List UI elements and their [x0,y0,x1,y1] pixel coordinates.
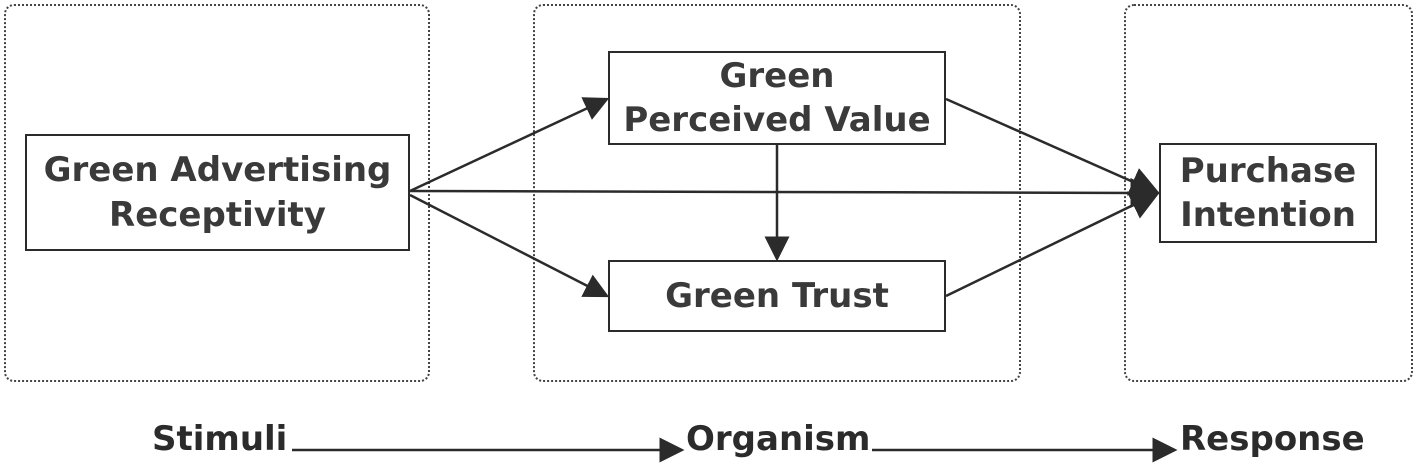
flow-label-organism: Organism [686,419,871,459]
arrow-advertising-to-value [409,97,610,193]
node-label-line-1: Purchase [1179,150,1357,191]
node-green-perceived-value: Green Perceived Value [608,51,946,145]
arrow-value-to-purchase [945,97,1161,196]
node-label-line-1: Green Advertising [43,150,392,191]
node-label-line-2: Intention [1180,195,1356,235]
arrow-trust-to-purchase [945,191,1161,298]
node-label-line-2: Perceived Value [623,100,931,140]
flow-label-stimuli: Stimuli [152,419,288,459]
flow-label-response: Response [1180,419,1365,459]
node-label-line-2: Receptivity [109,194,326,235]
node-green-advertising-receptivity: Green Advertising Receptivity [25,134,410,251]
stimuli-group [4,4,430,382]
arrow-advertising-to-purchase [409,177,1161,208]
node-green-trust: Green Trust [608,260,946,332]
arrow-advertising-to-trust [409,193,610,298]
node-purchase-intention: Purchase Intention [1159,143,1377,243]
node-label-line-1: Green [719,55,835,96]
node-label-line-1: Green Trust [665,275,889,316]
